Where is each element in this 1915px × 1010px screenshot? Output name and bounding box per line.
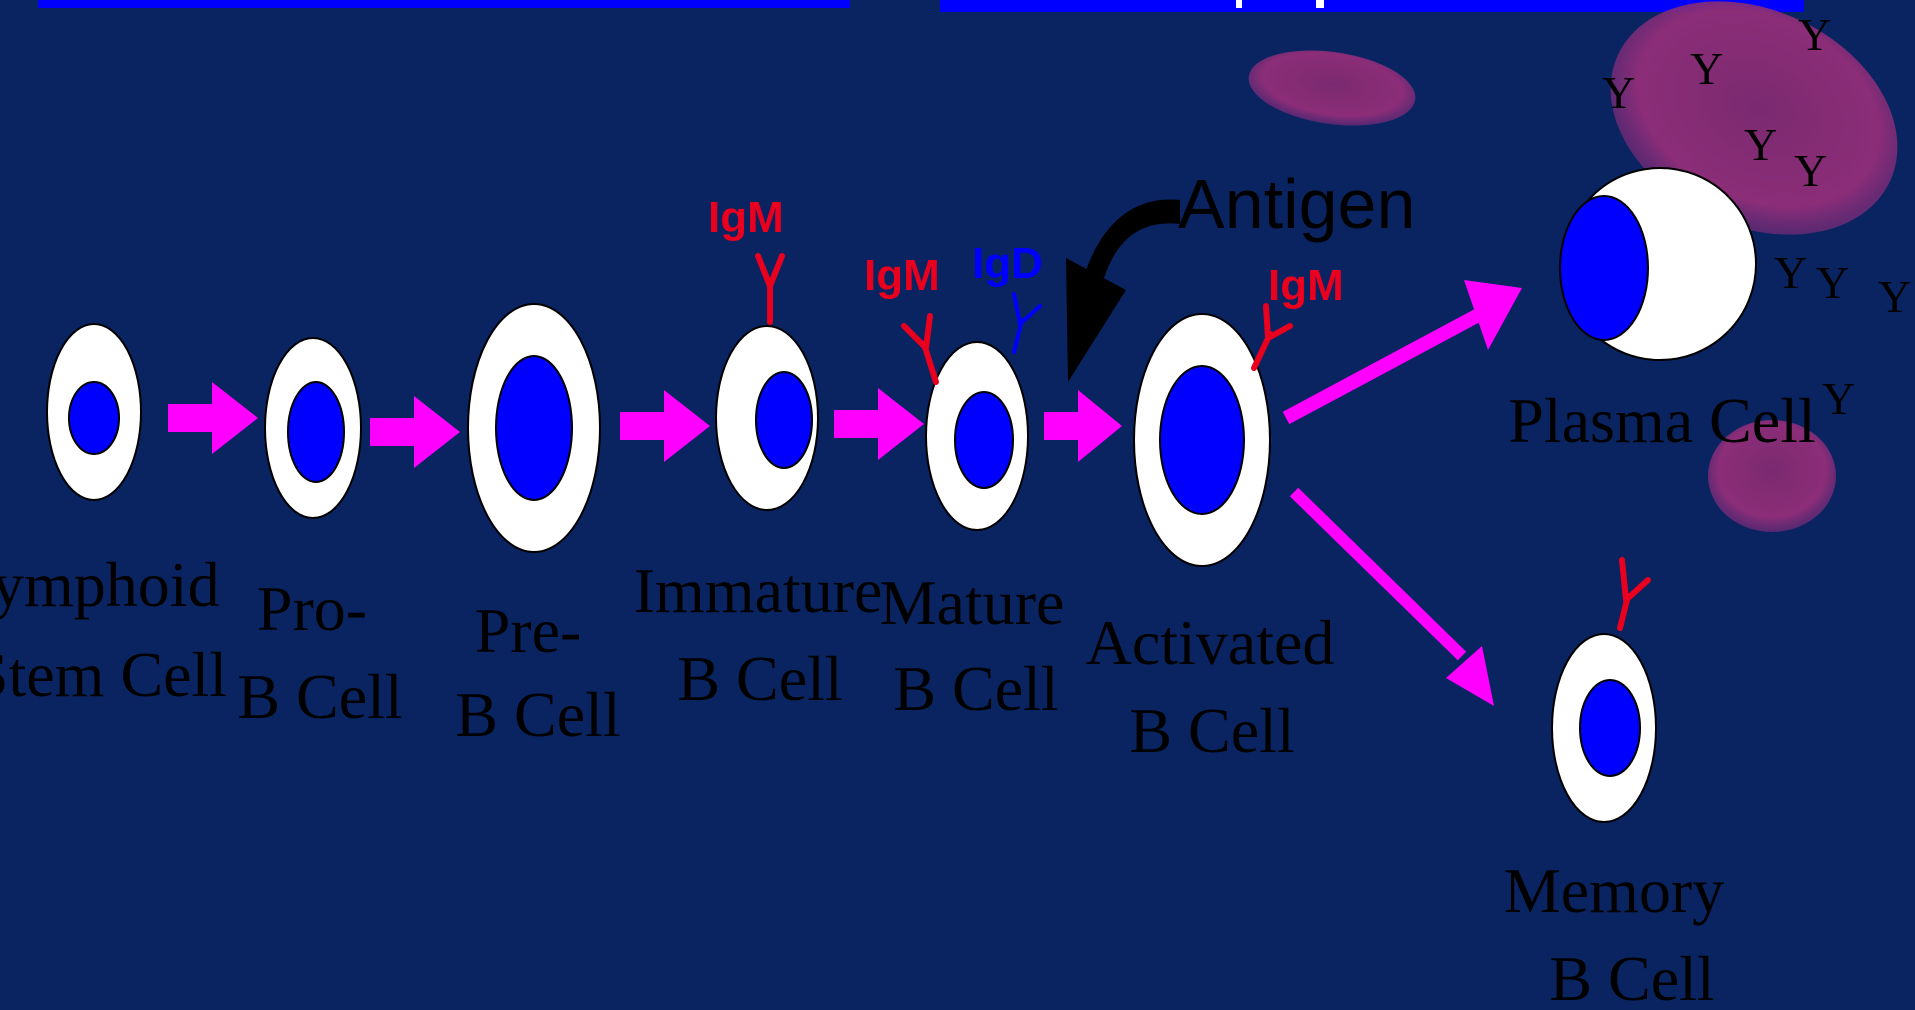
label-line: B Cell <box>455 679 620 750</box>
secreted-antibody: Y <box>1774 247 1807 298</box>
label-activated-b-cell: Activated B Cell <box>1086 607 1351 766</box>
label-line: Activated <box>1086 607 1335 678</box>
arrow-activated-to-plasma-shaft <box>1282 305 1488 425</box>
label-line: Mature <box>880 567 1065 638</box>
label-line: B Cell <box>1129 695 1294 766</box>
branch-arrows <box>1282 280 1522 706</box>
label-line: Lymphoid <box>0 549 220 620</box>
nucleus <box>68 381 120 455</box>
nucleus <box>755 371 813 469</box>
secreted-antibody: Y <box>1798 9 1831 60</box>
nucleus <box>495 355 573 501</box>
label-plasma-cell: Plasma Cell <box>1508 385 1816 456</box>
arrow-activated-to-memory-shaft <box>1289 487 1467 661</box>
label-pre-b-cell: Pre- B Cell <box>455 595 620 750</box>
banner-left <box>38 0 850 8</box>
arrow-mature-to-activated <box>1044 390 1122 462</box>
banner-right-mark <box>1316 0 1324 8</box>
label-line: Immature <box>634 555 883 626</box>
igm-label-activated: IgM <box>1268 261 1344 310</box>
label-memory-b-cell: Memory B Cell <box>1504 855 1740 1010</box>
arrow-stem-to-pro <box>168 382 258 454</box>
nucleus <box>954 391 1014 489</box>
cell-memory-b <box>1551 633 1657 823</box>
antigen-arrow <box>1066 199 1180 382</box>
secreted-antibody: Y <box>1878 271 1911 322</box>
secreted-antibody: Y <box>1822 373 1855 424</box>
antigen-arrow-head <box>1066 258 1126 382</box>
progression-arrows <box>168 382 1122 468</box>
arrow-activated-to-plasma-head <box>1464 280 1522 350</box>
label-line: B Cell <box>677 643 842 714</box>
label-line: Memory <box>1504 855 1724 926</box>
label-line: B Cell <box>893 653 1058 724</box>
antigen-arrow-body <box>1086 199 1180 278</box>
cell-pre-b <box>467 303 601 553</box>
arrow-activated-to-memory-head <box>1446 646 1494 706</box>
igd-label-mature: IgD <box>972 239 1043 288</box>
igm-label-mature: IgM <box>864 251 940 300</box>
label-line: B Cell <box>1549 943 1714 1010</box>
cell-lymphoid-stem <box>46 323 142 501</box>
blood-cell-blob <box>1708 420 1836 532</box>
nucleus <box>1559 195 1649 341</box>
banner-right <box>940 0 1804 12</box>
label-line: Pro- <box>257 573 367 644</box>
label-immature-b-cell: Immature B Cell <box>634 555 899 714</box>
label-line: Plasma Cell <box>1508 385 1816 456</box>
label-mature-b-cell: Mature B Cell <box>880 567 1081 724</box>
label-lymphoid-stem-cell: Lymphoid Stem Cell <box>0 549 236 710</box>
nucleus <box>1159 365 1245 515</box>
nucleus <box>287 381 345 483</box>
arrow-pro-to-pre <box>370 396 460 468</box>
arrow-pre-to-immature <box>620 390 710 462</box>
secreted-antibody: Y <box>1602 67 1635 118</box>
blood-cell-blob <box>1248 50 1416 126</box>
label-line: Stem Cell <box>0 639 227 710</box>
arrow-immature-to-mature <box>834 388 924 460</box>
label-pro-b-cell: Pro- B Cell <box>237 573 402 732</box>
label-line: B Cell <box>237 661 402 732</box>
igd-antibody-mature <box>1012 292 1042 354</box>
cell-pro-b <box>264 337 362 519</box>
cell-mature-b <box>925 341 1029 531</box>
secreted-antibody: Y <box>1744 119 1777 170</box>
igm-antibody-immature <box>755 253 785 325</box>
igm-label-immature: IgM <box>708 193 784 242</box>
igm-antibody-memory <box>1617 557 1651 631</box>
surface-antibodies <box>755 253 1651 631</box>
banner-right-mark <box>1236 0 1242 8</box>
antigen-label: Antigen <box>1178 165 1415 243</box>
cell-activated-b <box>1133 313 1271 567</box>
secreted-antibody: Y <box>1690 43 1723 94</box>
secreted-antibody: Y <box>1816 257 1849 308</box>
cell-plasma <box>1559 167 1757 361</box>
igm-antibody-activated <box>1251 303 1293 371</box>
secreted-antibody: Y <box>1794 145 1827 196</box>
label-line: Pre- <box>475 595 582 666</box>
nucleus <box>1579 679 1641 777</box>
cell-immature-b <box>715 325 819 511</box>
igm-antibody-mature <box>901 313 939 385</box>
